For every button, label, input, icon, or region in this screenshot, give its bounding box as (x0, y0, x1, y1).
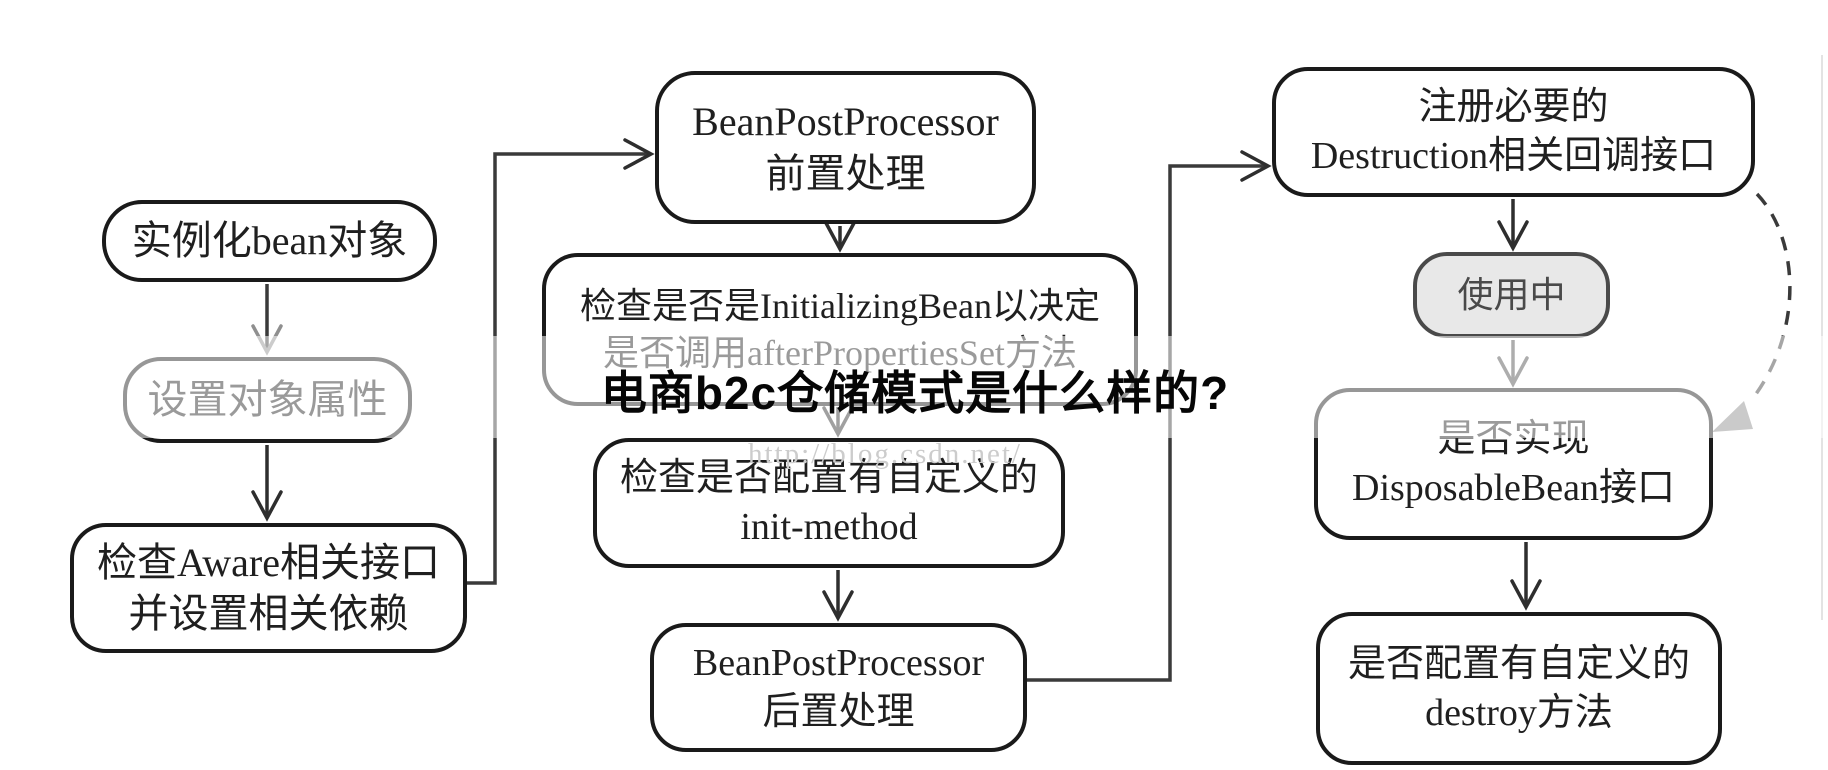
node-check-disposable-line: DisposableBean接口 (1352, 467, 1675, 509)
node-check-aware: 检查Aware相关接口并设置相关依赖 (70, 523, 467, 653)
node-check-aware-line: 检查Aware相关接口 (97, 539, 440, 585)
scan-edge-artifact (1821, 55, 1823, 620)
overlay-title: 电商b2c仓储模式是什么样的? (600, 367, 1230, 419)
node-register-destruction: 注册必要的 Destruction相关回调接口 (1272, 67, 1755, 197)
node-bpp-post: BeanPostProcessor 后置处理 (650, 623, 1027, 752)
node-set-properties: 设置对象属性 (123, 357, 412, 443)
node-bpp-post-line: BeanPostProcessor (692, 641, 985, 684)
node-in-use-line: 使用中 (1457, 274, 1566, 315)
e-bpppost-register (1027, 164, 1268, 682)
node-check-init-method-line: init-method (740, 506, 918, 548)
node-check-disposable-line: 是否实现 (1437, 418, 1590, 461)
node-instantiate-bean-line: 实例化bean对象 (131, 218, 408, 264)
node-check-init-method: 检查是否配置有自定义的 init-method (593, 438, 1065, 568)
e-bpppre-initializing-arrowhead (824, 221, 856, 253)
e-setprops-aware-arrowhead (251, 490, 283, 522)
watermark-url: http://blog.csdn.net/ (748, 438, 1022, 470)
node-register-destruction-line: Destruction相关回调接口 (1310, 135, 1717, 177)
node-register-destruction-line: 注册必要的 (1418, 86, 1609, 129)
e-aware-bpppre-arrowhead (623, 138, 655, 170)
e-bpppost-register-arrowhead (1240, 150, 1272, 182)
node-bpp-pre-line: BeanPostProcessor (692, 99, 999, 145)
e-register-inuse-arrowhead (1497, 220, 1529, 252)
node-bpp-pre: BeanPostProcessor 前置处理 (655, 71, 1036, 224)
node-bpp-pre-line: 前置处理 (765, 150, 926, 196)
e-register-disposable-dashed (1748, 192, 1792, 404)
node-in-use: 使用中 (1413, 252, 1610, 338)
node-check-destroy-line: destroy方法 (1425, 691, 1613, 734)
e-disposable-destroy-arrowhead (1510, 579, 1542, 611)
e-register-disposable-dashed-arrowhead (1712, 401, 1753, 432)
node-set-properties-line: 设置对象属性 (147, 377, 388, 423)
node-check-init-method-line: 检查是否配置有自定义的 (619, 457, 1038, 500)
node-check-destroy: 是否配置有自定义的 destroy方法 (1316, 612, 1722, 765)
node-instantiate-bean: 实例化bean对象 (102, 200, 437, 282)
node-check-disposable: 是否实现 DisposableBean接口 (1314, 388, 1713, 540)
e-initmethod-bpppost-arrowhead (822, 590, 854, 622)
node-check-aware-line: 并设置相关依赖 (128, 591, 409, 636)
node-check-destroy-line: 是否配置有自定义的 (1347, 642, 1690, 685)
node-check-initializing-line: 检查是否是InitializingBean以决定 (580, 286, 1100, 327)
node-bpp-post-line: 后置处理 (762, 690, 915, 733)
